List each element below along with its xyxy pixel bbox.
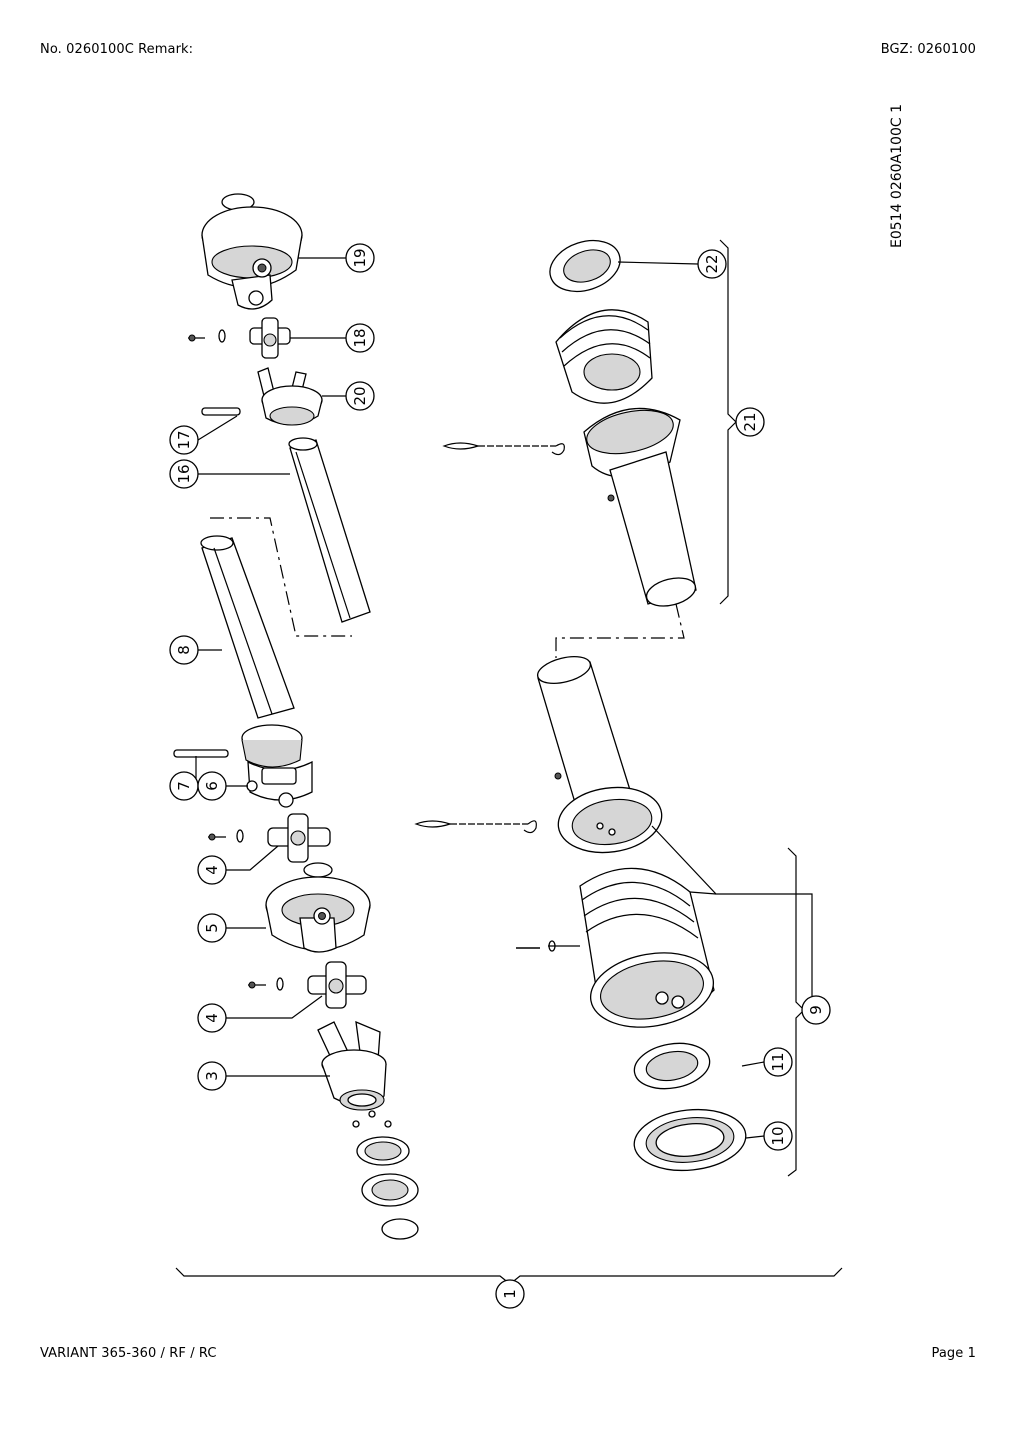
assembly-guide-line-left (210, 517, 352, 637)
svg-text:9: 9 (807, 1005, 825, 1015)
part-19-yoke-flange (201, 193, 303, 310)
bgz-number: BGZ: 0260100 (880, 42, 976, 57)
svg-text:7: 7 (175, 781, 193, 791)
callout-3: 3 (197, 1061, 227, 1091)
svg-text:1: 1 (501, 1289, 519, 1299)
part-3-implement-yoke (317, 1020, 387, 1111)
part-21-guard-tube (583, 407, 697, 607)
svg-text:10: 10 (769, 1126, 787, 1145)
safety-chain-lower (414, 820, 537, 834)
svg-text:19: 19 (351, 248, 369, 267)
callout-4-upper: 4 (197, 855, 227, 885)
page-number: Page 1 (931, 1346, 976, 1361)
callout-21: 21 (735, 407, 765, 437)
document-number-remark: No. 0260100C Remark: (40, 42, 194, 57)
part-4-cross-journal-upper (208, 813, 331, 863)
assembly-guide-line-right (555, 603, 685, 658)
callout-22: 22 (697, 249, 727, 279)
part-20-inner-yoke (257, 367, 323, 426)
safety-chain-upper (442, 442, 565, 456)
part-10-large-bearing-ring (633, 1108, 747, 1172)
callout-20: 20 (345, 381, 375, 411)
guard-cone-lower (557, 786, 663, 854)
model-variant: VARIANT 365-360 / RF / RC (40, 1346, 217, 1361)
callout-5: 5 (197, 913, 227, 943)
part-9-guard-cone (516, 867, 715, 1028)
callout-6: 6 (197, 771, 227, 801)
callout-10: 10 (763, 1121, 793, 1151)
svg-text:4: 4 (203, 1013, 221, 1023)
part-11-bearing-ring (633, 1042, 711, 1090)
svg-text:3: 3 (203, 1071, 221, 1081)
callout-7: 7 (169, 771, 199, 801)
svg-text:8: 8 (175, 645, 193, 655)
svg-text:16: 16 (175, 464, 193, 483)
callout-1: 1 (495, 1279, 525, 1309)
leader-lines (195, 257, 798, 1139)
svg-text:11: 11 (769, 1052, 787, 1071)
callout-9: 9 (801, 995, 831, 1025)
guard-tube-lower (536, 655, 631, 807)
seal-rings (356, 1136, 419, 1240)
svg-text:4: 4 (203, 865, 221, 875)
callout-17: 17 (169, 425, 199, 455)
part-5-wide-angle-housing (265, 862, 371, 953)
callout-19: 19 (345, 243, 375, 273)
svg-text:5: 5 (203, 923, 221, 933)
svg-text:18: 18 (351, 328, 369, 347)
svg-text:20: 20 (351, 386, 369, 405)
part-7-pin (173, 749, 229, 758)
callout-11: 11 (763, 1047, 793, 1077)
svg-text:22: 22 (703, 254, 721, 273)
svg-text:6: 6 (203, 781, 221, 791)
part-17-pin (201, 407, 241, 416)
part-4-cross-journal-lower (248, 961, 367, 1009)
part-8-outer-tube (200, 535, 295, 719)
callout-4-lower: 4 (197, 1003, 227, 1033)
callout-18: 18 (345, 323, 375, 353)
part-22-bearing-ring (549, 239, 621, 293)
bearing-balls (352, 1110, 392, 1128)
part-16-inner-tube (288, 437, 371, 623)
part-21-bellows-cone (555, 309, 653, 404)
callout-8: 8 (169, 635, 199, 665)
part-18-cross-journal (188, 317, 291, 359)
part-6-outer-yoke (241, 724, 313, 808)
svg-text:21: 21 (741, 412, 759, 431)
svg-text:17: 17 (175, 430, 193, 449)
callout-16: 16 (169, 459, 199, 489)
